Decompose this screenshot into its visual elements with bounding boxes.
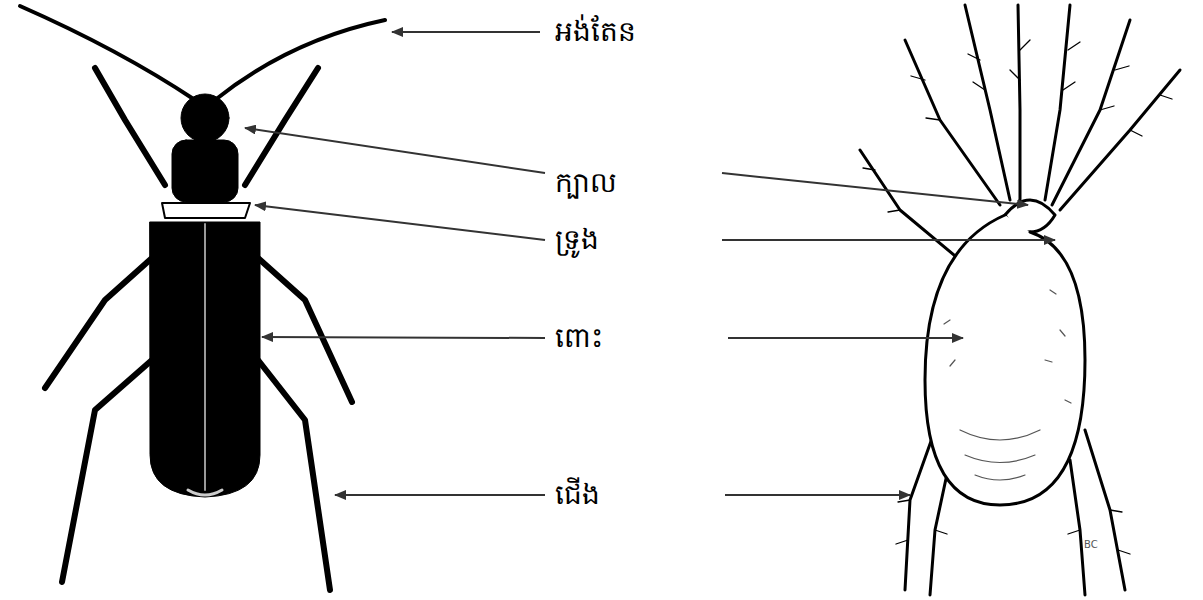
leader-lines (245, 32, 1055, 495)
part-label: អង់តែន (555, 15, 636, 49)
part-label: ក្បាល (555, 166, 617, 200)
mite-drawing (860, 5, 1180, 595)
part-label: ពោះ (555, 321, 603, 355)
beetle-drawing (20, 6, 385, 590)
part-label: ទ្រូង (555, 223, 599, 257)
artist-signature: BC (1084, 539, 1098, 551)
part-label: ជើង (555, 478, 600, 512)
